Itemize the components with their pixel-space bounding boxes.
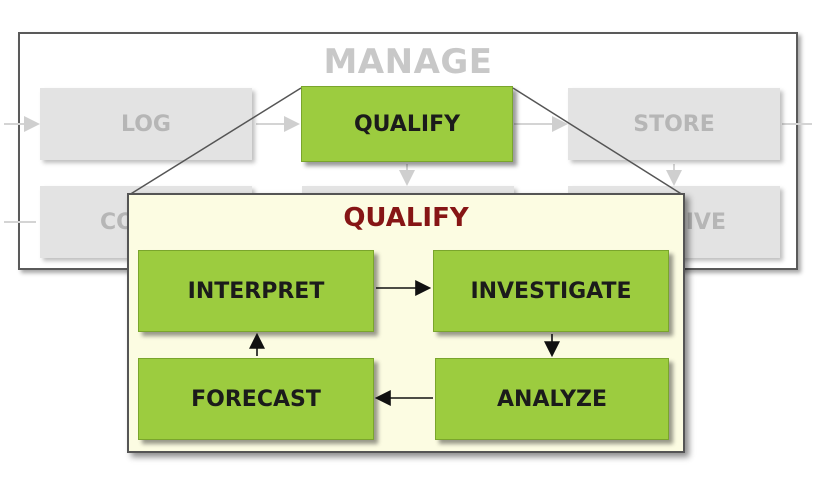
step-qualify-label: QUALIFY bbox=[353, 111, 461, 137]
step-store-label: STORE bbox=[633, 111, 715, 137]
step-interpret-label: INTERPRET bbox=[187, 278, 325, 304]
step-analyze-label: ANALYZE bbox=[497, 386, 607, 412]
manage-title: MANAGE bbox=[323, 42, 493, 82]
step-investigate-label: INVESTIGATE bbox=[470, 278, 632, 304]
step-forecast-label: FORECAST bbox=[191, 386, 321, 412]
step-log: LOG bbox=[40, 88, 252, 160]
step-interpret: INTERPRET bbox=[138, 250, 374, 332]
step-qualify: QUALIFY bbox=[301, 86, 513, 162]
step-log-label: LOG bbox=[121, 111, 171, 137]
step-store: STORE bbox=[568, 88, 780, 160]
step-analyze: ANALYZE bbox=[435, 358, 669, 440]
step-forecast: FORECAST bbox=[138, 358, 374, 440]
step-bottom-right-label: IVE bbox=[685, 209, 726, 235]
step-investigate: INVESTIGATE bbox=[433, 250, 669, 332]
qualify-detail-title: QUALIFY bbox=[343, 203, 469, 233]
